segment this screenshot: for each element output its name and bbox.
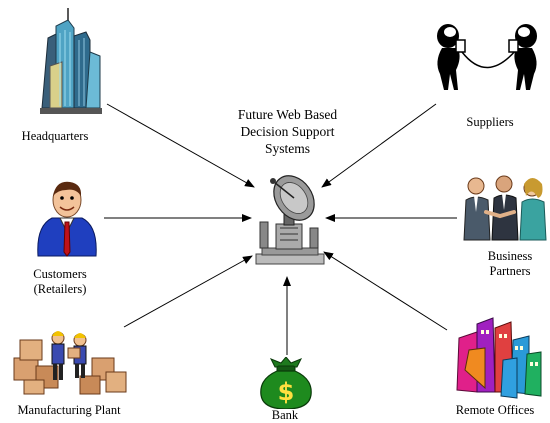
bank-label: Bank — [250, 408, 320, 423]
headquarters-label-line-1: Headquarters — [21, 129, 89, 143]
money-bag-icon: $ — [260, 357, 312, 409]
manufacturing-plant-label: Manufacturing Plant — [0, 403, 138, 418]
center-title: Future Web Based Decision Support System… — [200, 106, 375, 157]
colorful-buildings-icon — [456, 317, 542, 399]
remote-offices-label: Remote Offices — [440, 403, 550, 418]
city-skyscrapers-icon — [40, 8, 102, 114]
tin-can-telephone-icon — [437, 24, 537, 90]
business-partners-label-line-2: Partners — [489, 264, 531, 278]
arrow-manufacturing-plant — [123, 255, 253, 328]
customers-label: Customers (Retailers) — [5, 267, 115, 297]
headquarters-label: Headquarters — [0, 129, 110, 144]
center-title-line-2: Decision Support — [240, 124, 335, 139]
center-title-line-3: Systems — [264, 141, 310, 156]
suppliers-label-line-1: Suppliers — [466, 115, 514, 129]
svg-text:$: $ — [278, 378, 295, 406]
arrow-suppliers — [321, 103, 437, 188]
center-title-line-1: Future Web Based — [237, 107, 338, 122]
customers-label-line-1: Customers — [33, 267, 87, 281]
customers-label-line-2: (Retailers) — [33, 282, 87, 296]
arrow-headquarters — [106, 103, 255, 188]
remote-offices-label-line-1: Remote Offices — [455, 403, 535, 417]
satellite-dish-icon — [255, 175, 325, 265]
handshake-people-icon — [463, 175, 547, 241]
arrow-remote-offices — [323, 251, 448, 331]
factory-workers-boxes-icon — [13, 331, 127, 395]
businessman-icon — [37, 181, 97, 257]
business-partners-label-line-1: Business — [487, 249, 533, 263]
bank-label-line-1: Bank — [271, 408, 299, 422]
manufacturing-plant-label-line-1: Manufacturing Plant — [17, 403, 121, 417]
business-partners-label: Business Partners — [470, 249, 550, 279]
suppliers-label: Suppliers — [440, 115, 540, 130]
